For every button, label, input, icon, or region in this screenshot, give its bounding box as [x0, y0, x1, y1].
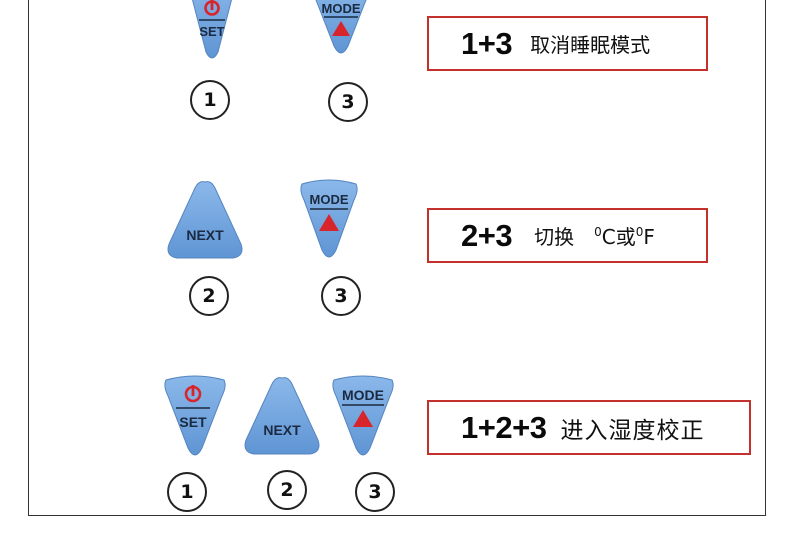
mode-key[interactable]: MODE: [298, 178, 360, 260]
combo-box-1-3: 1+3 取消睡眠模式: [427, 16, 708, 71]
set-key[interactable]: SET: [186, 0, 238, 60]
key-number-3: 3: [328, 82, 368, 122]
key-number-3: 3: [321, 276, 361, 316]
key-number-1: 1: [190, 80, 230, 120]
combo-box-1-2-3: 1+2+3 进入湿度校正: [427, 400, 751, 455]
power-icon: [184, 385, 202, 403]
combo-keys: 1+2+3: [461, 409, 547, 445]
set-key-label: SET: [179, 414, 207, 430]
mode-key[interactable]: MODE: [310, 0, 372, 56]
triangle-up-icon: [319, 214, 339, 231]
set-key-label: SET: [199, 24, 224, 39]
key-number-2: 2: [267, 470, 307, 510]
key-number-1: 1: [167, 472, 207, 512]
mode-key-label: MODE: [322, 1, 361, 16]
next-key-label: NEXT: [186, 227, 224, 243]
combo-keys: 1+3: [461, 25, 513, 61]
next-key[interactable]: NEXT: [242, 374, 322, 458]
combo-description: 进入湿度校正: [560, 417, 705, 444]
mode-key[interactable]: MODE: [330, 374, 396, 458]
next-key[interactable]: NEXT: [165, 178, 245, 262]
next-key-label: NEXT: [263, 422, 301, 438]
content-frame: [28, 0, 766, 516]
key-number-3: 3: [355, 472, 395, 512]
power-icon: [204, 0, 220, 16]
combo-keys: 2+3: [461, 217, 513, 253]
mode-key-label: MODE: [342, 387, 384, 403]
set-key[interactable]: SET: [162, 374, 228, 458]
combo-description: 取消睡眠模式: [530, 33, 651, 57]
triangle-up-icon: [332, 21, 350, 36]
key-number-2: 2: [189, 276, 229, 316]
mode-key-label: MODE: [310, 192, 349, 207]
triangle-up-icon: [353, 410, 373, 427]
